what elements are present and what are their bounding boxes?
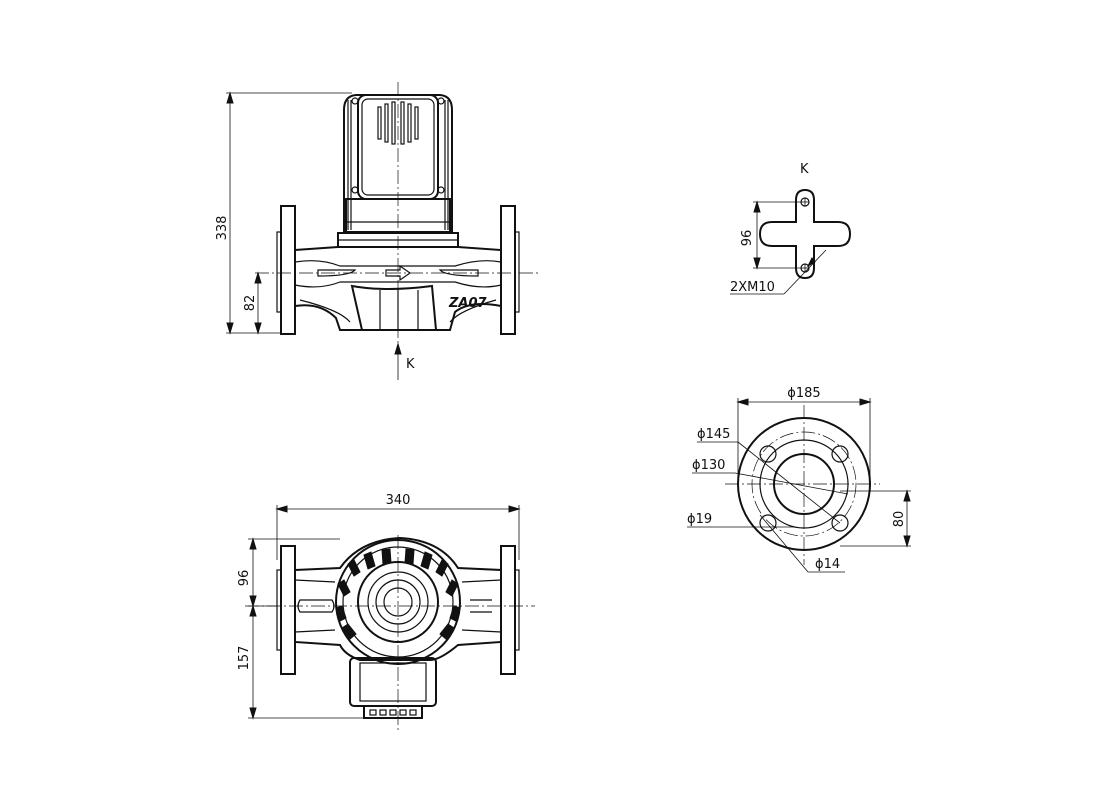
dim-axis-height: 82 bbox=[243, 271, 262, 335]
flange-outer-label: ϕ185 bbox=[787, 386, 820, 401]
view-k-thread-label: 2XM10 bbox=[730, 280, 775, 295]
dim-top-width: 340 bbox=[275, 493, 521, 560]
view-k-96-label: 96 bbox=[740, 230, 755, 247]
flange-bolt-circle-label: ϕ145 bbox=[697, 427, 730, 442]
front-right-flange bbox=[500, 205, 520, 335]
motor-top-ring bbox=[335, 539, 461, 665]
dim-340-label: 340 bbox=[386, 493, 411, 508]
view-k-detail: K 96 2XM10 bbox=[730, 162, 852, 295]
pump-marking: ZA07 bbox=[448, 296, 488, 311]
terminal-box bbox=[349, 657, 437, 719]
dim-top-vertical: 96 157 bbox=[237, 537, 364, 720]
k-arrow-label: K bbox=[406, 357, 415, 372]
front-left-flange bbox=[276, 205, 296, 335]
flange-detail: ϕ185 ϕ145 ϕ130 ϕ19 ϕ14 80 bbox=[687, 386, 911, 573]
flange-raised-face-label: ϕ130 bbox=[692, 458, 725, 473]
front-view: ZA07 338 82 K bbox=[215, 82, 540, 380]
k-view-arrow: K bbox=[394, 342, 415, 380]
dim-front-height: 338 bbox=[215, 91, 352, 335]
flow-arrow-icon bbox=[385, 264, 412, 282]
dim-96-label: 96 bbox=[237, 570, 252, 587]
flange-hole-label: ϕ19 bbox=[687, 512, 712, 527]
flange-bore-label: ϕ14 bbox=[815, 557, 840, 572]
top-left-flange bbox=[280, 545, 296, 675]
dim-82-label: 82 bbox=[243, 295, 258, 312]
pump-body: ZA07 bbox=[294, 246, 502, 331]
flange-offset-label: 80 bbox=[892, 511, 907, 528]
dim-338-label: 338 bbox=[215, 216, 230, 241]
dim-157-label: 157 bbox=[237, 646, 252, 671]
top-right-flange bbox=[500, 545, 516, 675]
view-k-title: K bbox=[800, 162, 809, 177]
motor-housing bbox=[337, 94, 459, 248]
top-view: 340 96 157 bbox=[237, 493, 535, 730]
